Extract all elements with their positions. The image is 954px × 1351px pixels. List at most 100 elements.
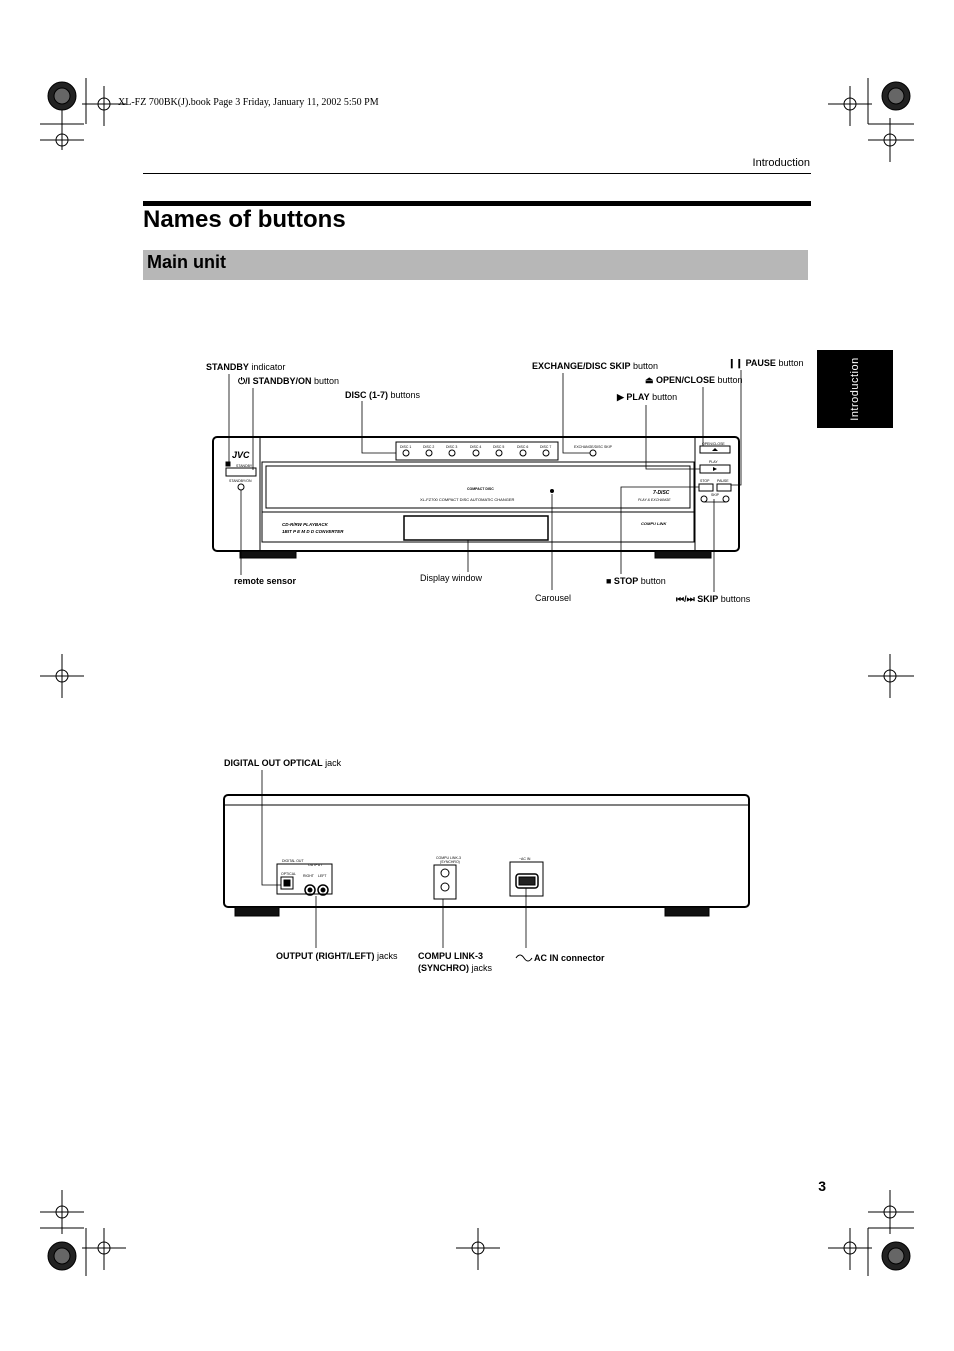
disc-button-strip	[395, 441, 559, 461]
display-window	[403, 515, 549, 541]
title-rule	[143, 201, 811, 206]
play-label: ▶ PLAY button	[617, 392, 678, 402]
page-title: Names of buttons	[143, 206, 346, 233]
play-small: PLAY	[709, 460, 718, 464]
stop-button[interactable]	[698, 483, 714, 492]
header-rule	[143, 173, 811, 174]
brand-logo: JVC	[232, 450, 250, 460]
disc-button[interactable]	[542, 449, 550, 457]
standby-on-small: STANDBY/ON	[229, 479, 252, 483]
compu-link-label-1: COMPU LINK-3	[418, 951, 483, 961]
output-panel	[276, 863, 333, 895]
leader-lines	[228, 370, 742, 592]
open-close-button[interactable]	[699, 445, 731, 454]
pause-button[interactable]	[716, 483, 732, 492]
output-jacks-label: OUTPUT (RIGHT/LEFT) jacks	[276, 951, 398, 961]
disc-label: DISC 3	[446, 445, 457, 449]
cdrw-line-1: CD-R/RW PLAYBACK	[282, 522, 329, 527]
cd-logo: COMPACT DISC	[467, 487, 494, 491]
open-close-label: ⏏ OPEN/CLOSE button	[645, 375, 743, 385]
disc-label: DISC 6	[517, 445, 528, 449]
model-line: XL-FZ700 COMPACT DISC AUTOMATIC CHANGER	[420, 497, 514, 502]
disc-button[interactable]	[402, 449, 410, 457]
play-icon	[713, 467, 717, 471]
ac-in-label: AC IN connector	[534, 953, 605, 963]
unit-foot	[654, 550, 712, 559]
disc-buttons-label: DISC (1-7) buttons	[345, 390, 421, 400]
standby-on-button[interactable]	[225, 467, 257, 477]
registration-mark-icon	[47, 1241, 77, 1271]
remote-sensor-label: remote sensor	[234, 576, 297, 586]
output-small: OUTPUT	[308, 863, 323, 867]
disc-button[interactable]	[448, 449, 456, 457]
lower-band	[261, 511, 695, 543]
ac-in-connector[interactable]	[515, 873, 539, 889]
pause-small: PAUSE	[717, 479, 729, 483]
disc-label: DISC 5	[493, 445, 504, 449]
registration-mark-icon	[881, 1241, 911, 1271]
right-small: RIGHT	[303, 874, 315, 878]
digital-out-small: DIGITAL OUT	[282, 859, 304, 863]
optical-jack[interactable]	[280, 876, 294, 890]
disc-label: DISC 7	[540, 445, 551, 449]
compu-link-jack[interactable]	[440, 882, 450, 892]
section-label: Introduction	[752, 157, 810, 169]
unit-body	[212, 436, 740, 552]
open-close-small: OPEN/CLOSE	[702, 442, 725, 446]
stop-small: STOP	[700, 479, 710, 483]
digital-out-label: DIGITAL OUT OPTICAL jack	[224, 758, 342, 768]
rear-foot	[664, 906, 710, 917]
compu-small: COMPU LINK-3	[436, 856, 461, 860]
subtitle-bar	[143, 250, 808, 280]
left-small: LEFT	[318, 874, 327, 878]
output-right-jack[interactable]	[304, 884, 316, 896]
ac-wave-icon	[515, 954, 533, 962]
disc-label: DISC 1	[400, 445, 411, 449]
standby-small: STANDBY	[236, 464, 253, 468]
optical-small: OPTICAL	[281, 872, 296, 876]
compulink-logo: COMPU LINK	[641, 521, 667, 526]
pause-label: ❙❙ PAUSE button	[728, 358, 804, 368]
side-tab	[817, 350, 893, 428]
page-subtitle: Main unit	[147, 252, 226, 272]
page-number: 3	[818, 1178, 826, 1194]
eject-icon	[712, 448, 718, 451]
skip-small: SKIP	[711, 493, 720, 497]
disc-label: DISC 2	[423, 445, 434, 449]
disc-label: DISC 4	[470, 445, 481, 449]
standby-on-label: ⏻/I STANDBY/ON button	[238, 376, 339, 386]
compu-link-panel	[433, 864, 457, 900]
disc-button[interactable]	[495, 449, 503, 457]
carousel-label: Carousel	[535, 593, 572, 603]
standby-indicator-label: STANDBY indicator	[206, 362, 286, 372]
rear-foot	[234, 906, 280, 917]
stop-label: ■ STOP button	[606, 576, 666, 586]
exchange-small: EXCHANGE/DISC SKIP	[574, 445, 613, 449]
compu-link-label-2: (SYNCHRO) jacks	[418, 963, 493, 973]
unit-foot	[239, 550, 297, 559]
skip-label: ⏮/⏭ SKIP buttons	[676, 594, 751, 604]
rear-leader-lines	[261, 770, 527, 948]
rear-body	[223, 794, 750, 908]
disc-button[interactable]	[472, 449, 480, 457]
carousel-marker	[550, 489, 554, 493]
synchro-small: (SYNCHRO)	[440, 860, 460, 864]
book-info-line: XL-FZ 700BK(J).book Page 3 Friday, Janua…	[118, 97, 379, 108]
exchange-label: EXCHANGE/DISC SKIP button	[532, 361, 659, 371]
seven-disc-logo: 7-DISC	[653, 490, 670, 496]
output-left-jack[interactable]	[317, 884, 329, 896]
disc-buttons	[402, 449, 550, 457]
ac-in-panel	[509, 861, 544, 897]
display-window-label: Display window	[420, 573, 483, 583]
play-exchange-small: PLAY & EXCHANGE	[638, 498, 671, 502]
cdrw-line-2: 1BIT P E M D D CONVERTER	[282, 529, 344, 534]
acin-small: ~AC IN	[519, 857, 531, 861]
disc-button[interactable]	[425, 449, 433, 457]
disc-button[interactable]	[519, 449, 527, 457]
registration-mark-icon	[881, 81, 911, 111]
standby-indicator-led	[225, 461, 231, 467]
compu-link-jack[interactable]	[440, 868, 450, 878]
